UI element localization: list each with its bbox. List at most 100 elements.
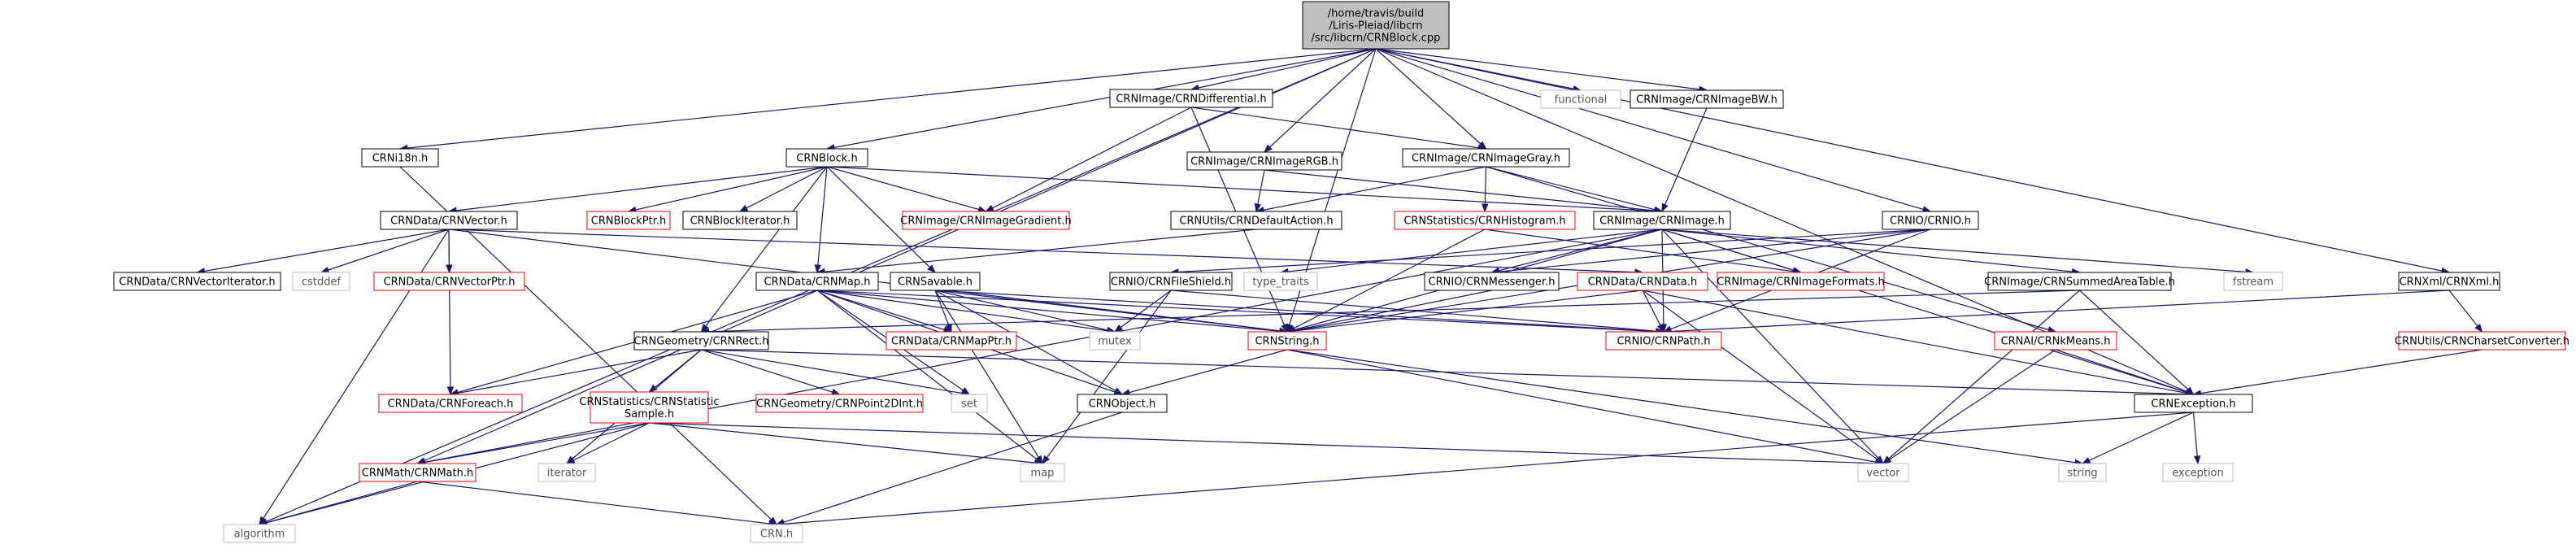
edge-crndata-to-vector bbox=[1642, 290, 1884, 464]
node-crni18n[interactable]: CRNi18n.h bbox=[361, 148, 439, 168]
node-savable[interactable]: CRNSavable.h bbox=[890, 272, 981, 291]
edge-crnimage-to-messenger bbox=[1491, 229, 1663, 273]
node-vectoriter[interactable]: CRNData/CRNVectorIterator.h bbox=[113, 272, 281, 291]
node-crnobject[interactable]: CRNObject.h bbox=[1077, 394, 1168, 413]
node-mapptr[interactable]: CRNData/CRNMapPtr.h bbox=[886, 331, 1017, 351]
node-vector_h[interactable]: CRNData/CRNVector.h bbox=[380, 211, 518, 230]
node-box bbox=[586, 211, 671, 230]
edge-crnimage-to-fstream bbox=[1661, 229, 2254, 273]
node-crnxml[interactable]: CRNXml/CRNXml.h bbox=[2398, 272, 2500, 291]
node-box bbox=[361, 148, 439, 168]
node-label: CRN.h bbox=[760, 529, 793, 541]
node-label: CRNData/CRNMapPtr.h bbox=[891, 336, 1012, 348]
node-string: string bbox=[2058, 463, 2107, 482]
node-box bbox=[1882, 211, 1979, 230]
node-crn_h: CRN.h bbox=[750, 524, 803, 543]
edge-crndata-to-crnpath bbox=[1642, 290, 1664, 333]
node-crndata[interactable]: CRNData/CRNData.h bbox=[1577, 272, 1708, 291]
node-box bbox=[590, 391, 709, 424]
node-box bbox=[1630, 89, 1784, 109]
node-box bbox=[633, 331, 769, 351]
node-kmeans[interactable]: CRNAI/CRNkMeans.h bbox=[1994, 331, 2117, 351]
node-label: CRNAI/CRNkMeans.h bbox=[2001, 336, 2111, 348]
node-imagergb[interactable]: CRNImage/CRNImageRGB.h bbox=[1186, 151, 1342, 171]
node-defaultaction[interactable]: CRNUtils/CRNDefaultAction.h bbox=[1170, 211, 1342, 230]
node-messenger[interactable]: CRNIO/CRNMessenger.h bbox=[1424, 272, 1560, 291]
node-vector: vector bbox=[1857, 463, 1909, 482]
arrowhead-vector_h-to-foreach bbox=[446, 386, 455, 396]
node-foreach[interactable]: CRNData/CRNForeach.h bbox=[378, 394, 523, 413]
node-crnmap[interactable]: CRNData/CRNMap.h bbox=[755, 272, 879, 291]
node-box bbox=[1394, 211, 1576, 230]
edge-statsample-to-map bbox=[649, 422, 1043, 464]
node-blockptr[interactable]: CRNBlockPtr.h bbox=[586, 211, 671, 230]
edge-defaultaction-to-crnmap bbox=[816, 229, 1257, 273]
node-box bbox=[1424, 272, 1560, 291]
nodes-layer: /home/travis/build/Liris-Pleiad/libcrn/s… bbox=[113, 1, 2569, 543]
node-crnstring[interactable]: CRNString.h bbox=[1247, 331, 1327, 351]
node-label: CRNImage/CRNImageFormats.h bbox=[1717, 276, 1884, 289]
node-crnio[interactable]: CRNIO/CRNIO.h bbox=[1882, 211, 1979, 230]
node-label: CRNObject.h bbox=[1089, 398, 1156, 411]
node-imagegray[interactable]: CRNImage/CRNImageGray.h bbox=[1402, 148, 1570, 168]
node-label: /Liris-Pleiad/libcrn bbox=[1329, 20, 1422, 33]
node-root[interactable]: /home/travis/build/Liris-Pleiad/libcrn/s… bbox=[1302, 1, 1450, 50]
node-box bbox=[890, 272, 981, 291]
node-imagebw[interactable]: CRNImage/CRNImageBW.h bbox=[1630, 89, 1784, 109]
edge-crnrect-to-crnexception bbox=[701, 349, 2194, 395]
node-label: CRNGeometry/CRNRect.h bbox=[634, 336, 769, 348]
edge-crnmath-to-algorithm bbox=[259, 481, 418, 525]
edge-differential-to-imagegray bbox=[1190, 107, 1486, 150]
edge-crnblock-to-crnrect bbox=[701, 166, 828, 333]
node-label: exception bbox=[2172, 468, 2224, 480]
edge-crnexception-to-crn_h bbox=[776, 411, 2194, 525]
edge-crnblock-to-savable bbox=[826, 166, 936, 273]
edge-crnblock-to-blockiter bbox=[739, 166, 828, 212]
node-label: CRNString.h bbox=[1255, 336, 1319, 348]
edge-crnblock-to-gradient bbox=[826, 166, 986, 212]
node-crnmath[interactable]: CRNMath/CRNMath.h bbox=[359, 463, 476, 482]
node-charset[interactable]: CRNUtils/CRNCharsetConverter.h bbox=[2395, 331, 2569, 351]
arrowhead-imagegray-to-histogram bbox=[1482, 203, 1489, 213]
node-box bbox=[1402, 148, 1570, 168]
arrowhead-fileshield-to-mutex bbox=[1113, 324, 1124, 333]
node-fileshield[interactable]: CRNIO/CRNFileShield.h bbox=[1109, 272, 1233, 291]
node-differential[interactable]: CRNImage/CRNDifferential.h bbox=[1109, 89, 1273, 108]
node-label: vector bbox=[1866, 468, 1900, 480]
node-box bbox=[373, 272, 525, 291]
node-crnblock[interactable]: CRNBlock.h bbox=[785, 148, 868, 168]
node-imageformats[interactable]: CRNImage/CRNImageFormats.h bbox=[1717, 272, 1885, 291]
arrowhead-savable-to-map bbox=[1035, 455, 1043, 465]
edge-imagegray-to-kmeans bbox=[1486, 166, 2056, 333]
node-algorithm: algorithm bbox=[223, 524, 296, 543]
edge-crnblock-to-vector_h bbox=[448, 166, 828, 212]
node-label: CRNImage/CRNSummedAreaTable.h bbox=[1984, 276, 2175, 289]
node-box bbox=[380, 211, 518, 230]
node-label: CRNData/CRNMap.h bbox=[764, 276, 871, 289]
node-label: type_traits bbox=[1252, 276, 1309, 289]
node-label: CRNImage/CRNImage.h bbox=[1599, 216, 1725, 228]
node-vectorptr[interactable]: CRNData/CRNVectorPtr.h bbox=[373, 272, 525, 291]
edge-root-to-imagegray bbox=[1375, 48, 1486, 150]
edge-histogram-to-imageformats bbox=[1484, 229, 1801, 273]
node-crnpath[interactable]: CRNIO/CRNPath.h bbox=[1605, 331, 1722, 351]
edge-root-to-imagebw bbox=[1375, 48, 1708, 91]
arrowhead-fileshield-to-map bbox=[1042, 455, 1051, 465]
node-crnrect[interactable]: CRNGeometry/CRNRect.h bbox=[633, 331, 769, 351]
node-crnimage[interactable]: CRNImage/CRNImage.h bbox=[1593, 211, 1731, 230]
node-gradient[interactable]: CRNImage/CRNImageGradient.h bbox=[900, 211, 1072, 230]
node-label: CRNImage/CRNImageGradient.h bbox=[900, 216, 1071, 228]
node-blockiter[interactable]: CRNBlockIterator.h bbox=[682, 211, 798, 230]
node-point2dint[interactable]: CRNGeometry/CRNPoint2DInt.h bbox=[755, 394, 924, 413]
edge-root-to-crni18n bbox=[399, 48, 1377, 150]
edge-crnio-to-fileshield bbox=[1170, 229, 1931, 273]
edge-differential-to-gradient bbox=[986, 107, 1192, 212]
arrowhead-crnexception-to-exception bbox=[2193, 455, 2201, 465]
edge-crndata-to-crnstring bbox=[1286, 290, 1643, 333]
node-label: CRNImage/CRNImageRGB.h bbox=[1190, 156, 1338, 168]
node-summedarea[interactable]: CRNImage/CRNSummedAreaTable.h bbox=[1984, 272, 2175, 291]
node-histogram[interactable]: CRNStatistics/CRNHistogram.h bbox=[1394, 211, 1576, 230]
edge-crnexception-to-exception bbox=[2192, 411, 2199, 464]
node-crnexception[interactable]: CRNException.h bbox=[2134, 394, 2253, 413]
